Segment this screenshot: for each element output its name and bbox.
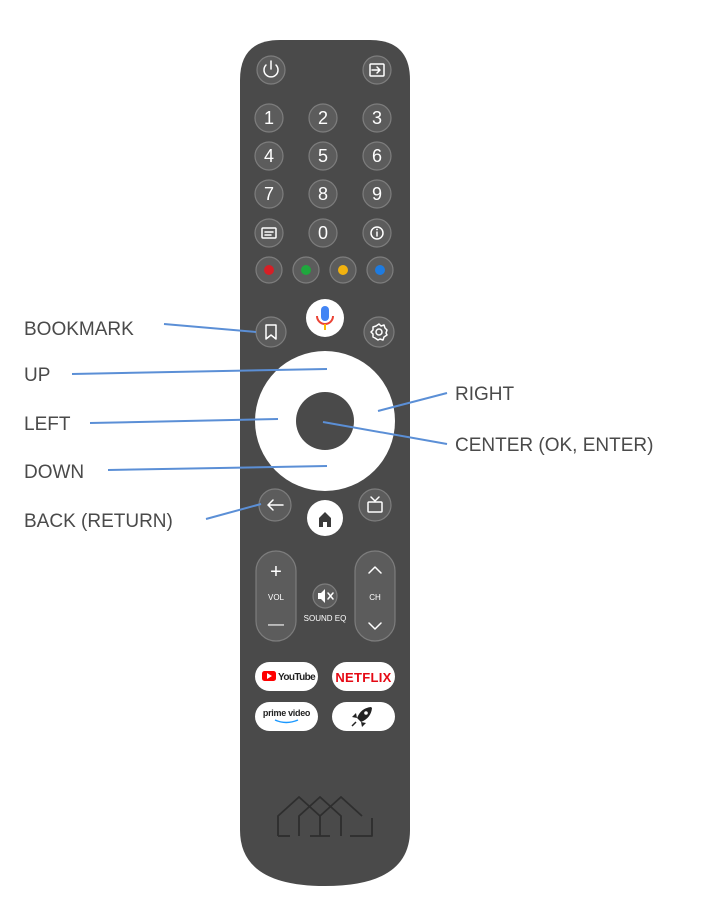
launcher-button[interactable]	[332, 702, 395, 731]
number-button-9[interactable]: 9	[362, 179, 392, 209]
power-button[interactable]	[256, 55, 286, 85]
netflix-label: NETFLIX	[335, 670, 391, 685]
number-label: 0	[318, 223, 328, 243]
right-leader	[377, 392, 448, 412]
number-button-6[interactable]: 6	[362, 141, 392, 171]
volume-up-label[interactable]: +	[270, 561, 282, 583]
tv-icon	[367, 496, 383, 513]
number-label: 6	[372, 146, 382, 166]
red-dot	[264, 265, 274, 275]
youtube-button[interactable]: YouTube	[255, 662, 318, 691]
volume-rocker[interactable]: + VOL —	[255, 550, 297, 642]
mic-icon	[316, 306, 334, 330]
up-leader	[71, 368, 328, 375]
channel-rocker[interactable]: CH	[354, 550, 396, 642]
number-label: 8	[318, 184, 328, 204]
prime-video-button[interactable]: prime video	[255, 702, 318, 731]
power-icon	[263, 60, 279, 78]
number-button-2[interactable]: 2	[308, 103, 338, 133]
bookmark-button[interactable]	[255, 316, 287, 348]
mic-button[interactable]	[306, 299, 344, 337]
home-icon	[319, 512, 331, 527]
number-label: 9	[372, 184, 382, 204]
youtube-label: YouTube	[278, 672, 316, 683]
leader-lines	[71, 323, 448, 520]
number-label: 5	[318, 146, 328, 166]
home-button[interactable]	[307, 500, 343, 536]
number-label: 1	[264, 108, 274, 128]
dpad[interactable]	[255, 351, 395, 491]
left-leader	[89, 418, 279, 424]
mute-button[interactable]	[312, 583, 338, 609]
up-callout: UP	[24, 365, 50, 386]
number-button-0[interactable]: 0	[308, 218, 338, 248]
back-callout: BACK (RETURN)	[24, 511, 173, 532]
number-label: 4	[264, 146, 274, 166]
bookmark-icon	[265, 324, 277, 340]
rocket-icon	[351, 707, 372, 727]
green-dot	[301, 265, 311, 275]
number-button-4[interactable]: 4	[254, 141, 284, 171]
subtitle-icon	[261, 227, 277, 239]
left-callout: LEFT	[24, 414, 71, 435]
blue-key[interactable]	[366, 256, 394, 284]
info-button[interactable]	[362, 218, 392, 248]
number-label: 7	[264, 184, 274, 204]
subtitle-button[interactable]	[254, 218, 284, 248]
number-button-1[interactable]: 1	[254, 103, 284, 133]
bookmark-leader	[163, 323, 257, 333]
number-button-8[interactable]: 8	[308, 179, 338, 209]
ch-label: CH	[369, 593, 381, 602]
settings-button[interactable]	[363, 316, 395, 348]
back-leader	[205, 503, 262, 520]
yellow-key[interactable]	[329, 256, 357, 284]
vol-label: VOL	[268, 593, 285, 602]
back-button[interactable]	[258, 488, 292, 522]
number-label: 2	[318, 108, 328, 128]
center-callout: CENTER (OK, ENTER)	[455, 435, 653, 456]
tv-button[interactable]	[358, 488, 392, 522]
yellow-dot	[338, 265, 348, 275]
brand-logo-icon	[277, 796, 373, 837]
settings-icon	[370, 323, 388, 341]
blue-dot	[375, 265, 385, 275]
input-icon	[369, 63, 385, 77]
prime-video-label: prime video	[263, 708, 311, 718]
color-keys	[255, 256, 394, 284]
bookmark-callout: BOOKMARK	[24, 319, 134, 340]
number-button-3[interactable]: 3	[362, 103, 392, 133]
mute-icon	[318, 589, 334, 603]
right-callout: RIGHT	[455, 384, 515, 405]
volume-down-label[interactable]: —	[268, 616, 284, 633]
back-arrow-icon	[267, 499, 284, 511]
input-button[interactable]	[362, 55, 392, 85]
channel-up-icon[interactable]	[368, 566, 382, 574]
center-leader	[322, 421, 448, 445]
number-label: 3	[372, 108, 382, 128]
channel-down-icon[interactable]	[368, 622, 382, 630]
netflix-button[interactable]: NETFLIX	[332, 662, 395, 691]
green-key[interactable]	[292, 256, 320, 284]
number-button-5[interactable]: 5	[308, 141, 338, 171]
center-ok-button[interactable]	[296, 392, 354, 450]
down-leader	[107, 465, 328, 471]
number-button-7[interactable]: 7	[254, 179, 284, 209]
red-key[interactable]	[255, 256, 283, 284]
down-callout: DOWN	[24, 462, 84, 483]
info-icon	[370, 226, 384, 240]
number-pad: 1 2 3 4 5 6 7 8 9 0	[254, 103, 392, 248]
sound-eq-label: SOUND EQ	[304, 614, 347, 623]
prime-smile-icon	[274, 719, 299, 724]
